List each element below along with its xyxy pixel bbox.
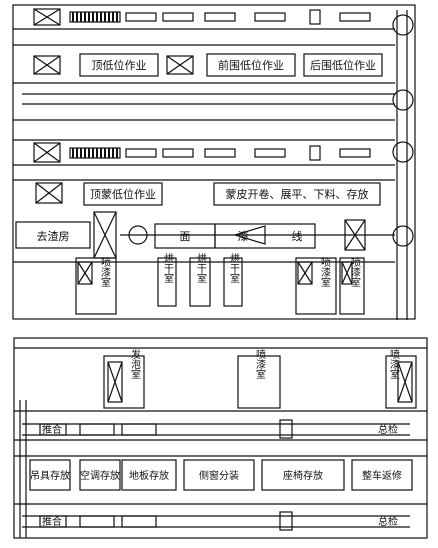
label-assembly-top: 总检 [378, 423, 398, 436]
cross-box [33, 142, 61, 163]
label-drying-3: 烘干室 [228, 253, 240, 283]
label-spray-mid: 喷漆室 [254, 349, 266, 379]
box-skin-ops [213, 182, 381, 206]
box-top-skin [83, 182, 163, 206]
cross-box [166, 55, 194, 75]
label-paint-line-1: 面 [180, 230, 191, 243]
label-push-top: 推合 [42, 423, 62, 436]
label-spray-room-2: 喷漆室 [319, 257, 331, 287]
cross-box [93, 211, 117, 259]
cross-box [35, 182, 63, 204]
label-paint-line-3: 线 [292, 229, 303, 243]
label-hanger-storage: 吊具存放 [30, 469, 70, 482]
cross-box [297, 261, 313, 285]
cross-box [344, 219, 366, 251]
conveyor-hatch [69, 11, 121, 23]
label-skin-ops: 蒙皮开卷、展平、下料、存放 [226, 187, 369, 201]
upper-building-outline [12, 4, 416, 320]
label-front-door: 前围低位作业 [218, 58, 284, 72]
label-drying-1: 烘干室 [162, 253, 174, 283]
box-top-low [79, 53, 159, 77]
label-push-bottom: 推合 [42, 515, 62, 528]
lower-building-outline [13, 337, 428, 539]
cross-box [33, 55, 61, 75]
box-front-door [206, 53, 296, 77]
label-spray-room-1: 喷漆室 [99, 257, 111, 287]
label-spray-room-3: 喷漆室 [349, 257, 361, 287]
label-top-skin: 顶蒙低位作业 [90, 187, 156, 201]
label-seat-storage: 座椅存放 [283, 469, 323, 482]
label-foaming: 发泡室 [129, 348, 141, 379]
label-assembly-bottom: 总检 [378, 515, 398, 528]
label-vehicle-repair: 整车返修 [362, 469, 402, 482]
cross-box [341, 261, 353, 285]
label-rear-door: 后围低位作业 [310, 58, 376, 72]
label-floor-storage: 地板存放 [129, 469, 169, 482]
label-paint-line-2: 漆 [238, 230, 249, 243]
cross-box [33, 8, 61, 26]
label-side-window: 侧窗分装 [199, 469, 239, 482]
cross-box [107, 361, 123, 403]
label-ac-storage: 空调存放 [80, 469, 120, 482]
cross-box [397, 361, 413, 403]
label-spray-right: 喷漆室 [388, 349, 400, 379]
label-top-low: 顶低位作业 [92, 58, 147, 72]
cross-box [77, 261, 93, 285]
label-degreasing: 去渣房 [37, 229, 70, 243]
box-degreasing [15, 221, 91, 249]
label-drying-2: 烘干室 [195, 253, 207, 283]
box-rear-door [303, 53, 383, 77]
